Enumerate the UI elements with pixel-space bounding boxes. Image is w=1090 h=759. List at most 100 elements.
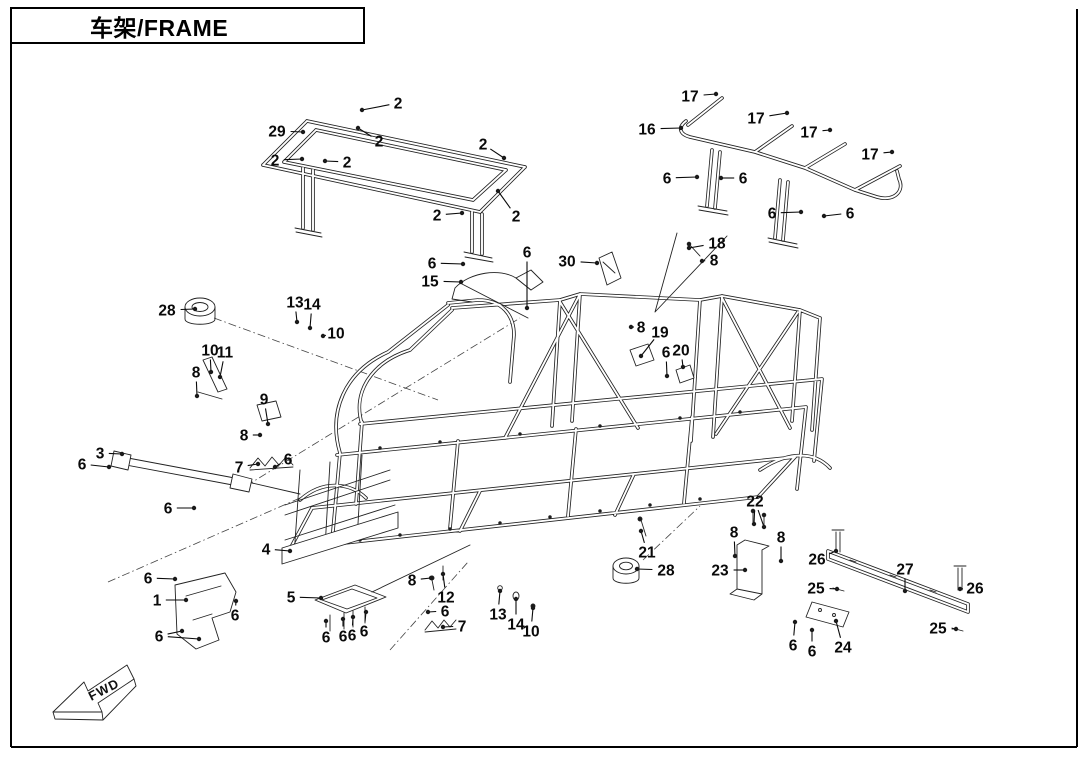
callout-leader <box>299 596 322 599</box>
fastener-point <box>833 618 839 624</box>
callout-6: 6 <box>272 451 293 470</box>
callout-6: 6 <box>662 344 671 379</box>
callout-label: 6 <box>662 344 671 361</box>
callout-label: 1 <box>153 592 162 609</box>
callout-label: 6 <box>78 456 87 473</box>
callout-leader <box>636 568 653 571</box>
callout-13: 13 <box>489 588 507 623</box>
callout-label: 8 <box>240 427 249 444</box>
fastener-point <box>340 616 346 622</box>
projection-lines <box>107 317 701 651</box>
callout-leader <box>440 262 464 265</box>
callout-6: 6 <box>322 618 331 646</box>
fastener-point <box>638 528 644 534</box>
fastener-point <box>678 125 684 131</box>
fastener-point <box>192 306 198 312</box>
callout-label: 28 <box>158 302 176 319</box>
callout-label: 30 <box>558 253 575 270</box>
fastener-point <box>501 155 507 161</box>
callout-3: 3 <box>96 445 125 462</box>
fastener-point <box>742 567 748 573</box>
callout-1: 1 <box>153 592 189 609</box>
callout-leader <box>688 244 704 249</box>
fastener-point <box>902 588 908 594</box>
callout-label: 22 <box>746 493 763 510</box>
callout-leader <box>665 361 668 377</box>
callout-25: 25 <box>929 620 959 637</box>
fwd-arrow: FWD <box>52 664 137 721</box>
callout-label: 13 <box>489 606 507 623</box>
fastener-point <box>119 451 125 457</box>
callout-leader <box>823 213 842 217</box>
callout-leader <box>180 308 196 311</box>
callout-leader <box>753 510 756 525</box>
callout-leader <box>498 590 501 605</box>
fastener-point <box>217 374 223 380</box>
callout-leader <box>108 452 123 455</box>
fastener-point <box>106 464 112 470</box>
callout-label: 21 <box>638 544 656 561</box>
callout-label: 2 <box>271 152 280 169</box>
callout-4: 4 <box>262 541 293 558</box>
callout-16: 16 <box>638 121 684 138</box>
callout-leader <box>167 636 200 640</box>
callout-label: 17 <box>681 88 698 105</box>
callout-label: 8 <box>637 319 646 336</box>
callout-label: 2 <box>375 133 384 150</box>
fastener-point <box>638 353 644 359</box>
fastener-point <box>183 597 189 603</box>
callout-leader <box>309 313 312 329</box>
fastener-point <box>458 279 464 285</box>
fastener-point <box>513 596 519 602</box>
callout-17: 17 <box>747 110 790 127</box>
fastener-point <box>957 586 963 592</box>
fastener-point <box>440 571 446 577</box>
callout-label: 6 <box>231 607 240 624</box>
fastener-point <box>784 110 790 116</box>
fastener-point <box>196 636 202 642</box>
callout-6: 6 <box>231 598 240 624</box>
fastener-point <box>628 324 634 330</box>
callout-label: 26 <box>808 551 826 568</box>
fastener-point <box>732 553 738 559</box>
callout-14: 14 <box>303 296 321 331</box>
fastener-point <box>233 598 239 604</box>
callout-19: 19 <box>638 324 669 359</box>
fastener-point <box>355 125 361 131</box>
callout-2: 2 <box>495 188 521 225</box>
small-parts-center <box>424 241 701 633</box>
callout-leader <box>324 160 339 163</box>
callout-leader <box>793 621 796 636</box>
fastener-point <box>318 595 324 601</box>
callout-label: 2 <box>512 208 521 225</box>
callout-9: 9 <box>260 391 271 427</box>
callout-label: 17 <box>861 146 878 163</box>
callout-2: 2 <box>355 125 384 150</box>
callout-label: 7 <box>235 459 244 476</box>
callout-6: 6 <box>428 255 466 272</box>
fastener-point <box>694 174 700 180</box>
callout-label: 8 <box>730 524 739 541</box>
callout-leader <box>660 127 682 130</box>
fastener-point <box>889 149 895 155</box>
callout-label: 10 <box>201 342 218 359</box>
callout-22: 22 <box>746 493 767 530</box>
callout-6: 6 <box>78 456 112 473</box>
callout-label: 10 <box>327 325 344 342</box>
callout-label: 2 <box>433 207 442 224</box>
callout-label: 5 <box>287 589 296 606</box>
fastener-point <box>320 333 326 339</box>
callout-label: 6 <box>846 205 855 222</box>
callout-label: 17 <box>800 124 817 141</box>
callout-leader <box>361 104 390 111</box>
fastener-point <box>323 618 329 624</box>
page-border <box>10 8 1078 748</box>
fastener-point <box>594 260 600 266</box>
callout-7: 7 <box>440 618 466 635</box>
callout-label: 8 <box>777 529 786 546</box>
fastener-point <box>179 628 185 634</box>
callout-label: 14 <box>507 616 525 633</box>
callout-17: 17 <box>681 88 719 105</box>
fastener-point <box>686 245 692 251</box>
callout-6: 6 <box>348 614 357 644</box>
